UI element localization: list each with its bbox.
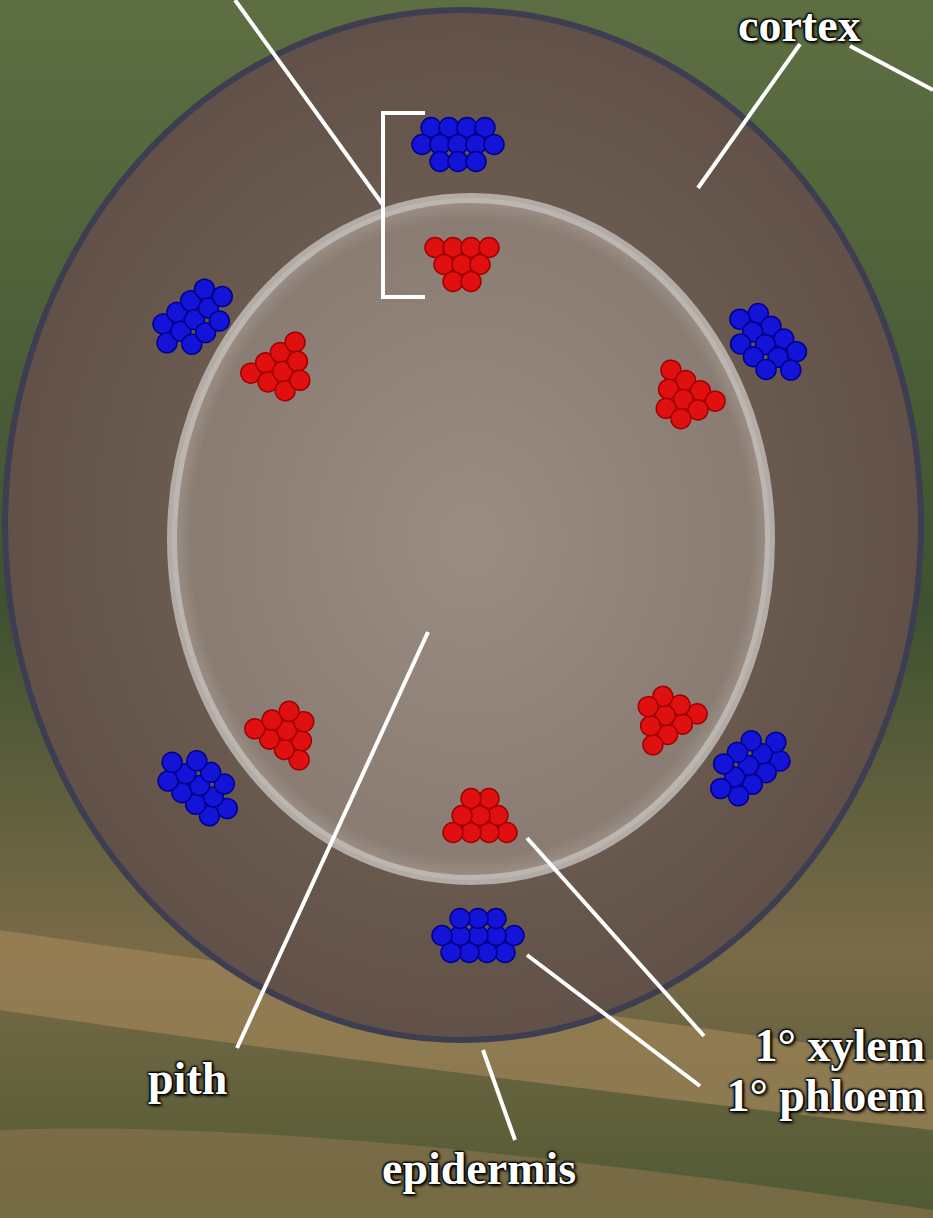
leader-line [850, 46, 933, 90]
cell-dot [183, 747, 211, 775]
cell-dot [430, 152, 450, 172]
cell-dot [461, 272, 481, 292]
epidermis-ring [5, 10, 921, 1040]
xylem-cluster [443, 789, 517, 843]
xylem-cluster [619, 672, 711, 759]
cell-dot [667, 405, 695, 433]
leader-lines [235, 0, 933, 1140]
cell-dot [432, 926, 452, 946]
xylem-cluster [637, 356, 729, 443]
cell-dot [484, 135, 504, 155]
leader-line [235, 0, 383, 205]
cell-dot [634, 693, 662, 721]
vascular-bundles [142, 118, 817, 963]
leader-line [483, 1050, 515, 1140]
cell-dot [443, 272, 463, 292]
phloem-cluster [412, 118, 504, 172]
phloem-cluster [714, 293, 817, 396]
cell-dot [158, 748, 186, 776]
cell-dot [275, 697, 303, 725]
leader-line [237, 632, 428, 1048]
cell-dot [752, 355, 780, 383]
pith-region [172, 198, 770, 880]
cortex-label: cortex [738, 2, 861, 50]
xylem-cluster [241, 687, 333, 774]
phloem-label: 1° phloem [726, 1072, 925, 1120]
cell-dot [486, 909, 506, 929]
xylem-label: 1° xylem [755, 1022, 925, 1070]
cell-dot [710, 750, 738, 778]
cell-dot [504, 926, 524, 946]
phloem-cluster [147, 735, 252, 836]
phloem-cluster [696, 715, 801, 816]
cell-dot [412, 135, 432, 155]
xylem-cluster [237, 328, 329, 415]
bundle-bracket [383, 113, 425, 297]
cell-dot [448, 152, 468, 172]
cell-dot [461, 789, 481, 809]
stalk [0, 1128, 933, 1218]
cell-dot [777, 356, 805, 384]
leader-line [527, 955, 700, 1086]
phloem-cluster [142, 269, 247, 370]
cell-dot [468, 909, 488, 929]
cell-dot [205, 307, 233, 335]
cell-dot [466, 152, 486, 172]
phloem-cluster [432, 909, 524, 963]
leader-line [527, 838, 704, 1036]
cell-dot [479, 789, 499, 809]
xylem-cluster [425, 238, 499, 292]
cell-dot [707, 774, 735, 802]
cell-dot [450, 909, 470, 929]
cell-dot [286, 366, 314, 394]
epidermis-label: epidermis [382, 1145, 576, 1193]
leader-line [698, 44, 800, 188]
cell-dot [208, 282, 236, 310]
pith-label: pith [148, 1055, 227, 1103]
